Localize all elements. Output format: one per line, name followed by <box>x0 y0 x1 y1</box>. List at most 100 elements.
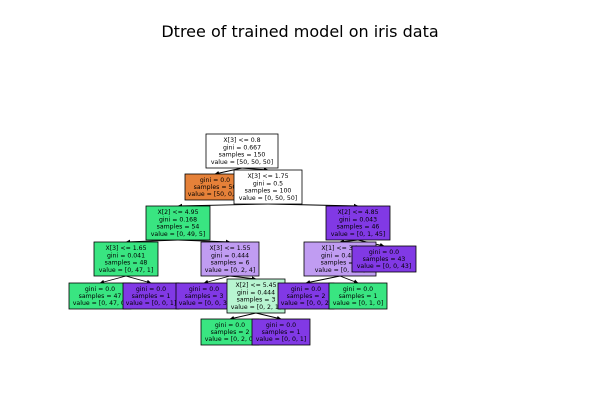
node-text-line: samples = 3 <box>185 293 224 300</box>
node-text-line: X[2] <= 4.85 <box>337 209 378 216</box>
node-text-line: gini = 0.444 <box>211 252 249 259</box>
node-text-line: samples = 43 <box>363 256 406 263</box>
node-text-line: gini = 0.0 <box>215 322 245 329</box>
node-box <box>200 318 260 346</box>
node-text-line: value = [0, 47, 1] <box>99 267 153 274</box>
node-text-line: samples = 50 <box>194 184 237 191</box>
node-text-line: X[2] <= 5.45 <box>235 282 276 289</box>
node-text-line: gini = 0.041 <box>107 252 145 259</box>
node-text-line: value = [0, 2, 1] <box>231 304 282 311</box>
node-text-line: value = [50, 0, 0] <box>188 191 242 198</box>
node-text-line: gini = 0.0 <box>369 249 399 256</box>
node-text-line: gini = 0.0 <box>266 322 296 329</box>
node-box <box>233 169 303 205</box>
node-text-line: gini = 0.0 <box>189 286 219 293</box>
node-text-line: gini = 0.444 <box>237 289 275 296</box>
node-text-line: value = [0, 2, 0] <box>205 336 256 343</box>
node-text-line: value = [0, 0, 1] <box>126 300 177 307</box>
edge-n12-n15 <box>229 312 257 321</box>
edge-n6-n12 <box>229 275 257 281</box>
node-box <box>205 133 279 169</box>
node-text-line: samples = 1 <box>339 293 378 300</box>
node-text-line: value = [50, 50, 50] <box>211 159 273 166</box>
node-text-line: value = [0, 47, 0] <box>73 300 127 307</box>
node-text-line: samples = 3 <box>237 297 276 304</box>
node-text-line: gini = 0.043 <box>339 216 377 223</box>
node-text-line: value = [0, 0, 43] <box>357 263 411 270</box>
node-text-line: samples = 46 <box>337 224 380 231</box>
figure-title: Dtree of trained model on iris data <box>161 22 439 41</box>
node-text-line: samples = 48 <box>105 260 148 267</box>
node-text-line: value = [0, 49, 5] <box>151 231 205 238</box>
node-box <box>328 282 388 310</box>
node-text-line: samples = 1 <box>132 293 171 300</box>
node-text-line: samples = 2 <box>211 329 250 336</box>
node-text-line: samples = 6 <box>211 260 250 267</box>
node-text-line: gini = 0.0 <box>200 177 230 184</box>
node-text-line: samples = 2 <box>287 293 326 300</box>
node-text-line: X[3] <= 0.8 <box>223 137 260 144</box>
edge-n7-n13 <box>305 275 341 285</box>
node-text-line: value = [0, 0, 1] <box>256 336 307 343</box>
node-text-line: value = [0, 0, 2] <box>281 300 332 307</box>
node-text-line: gini = 0.168 <box>159 216 197 223</box>
node-text-line: gini = 0.0 <box>136 286 166 293</box>
node-box <box>226 278 286 314</box>
node-text-line: value = [0, 0, 3] <box>179 300 230 307</box>
node-text-line: gini = 0.0 <box>291 286 321 293</box>
node-box <box>325 205 391 241</box>
node-text-line: value = [0, 1, 0] <box>333 300 384 307</box>
node-box <box>251 318 311 346</box>
edge-n0-n1 <box>214 167 243 176</box>
node-text-line: samples = 47 <box>79 293 122 300</box>
node-text-line: X[2] <= 4.95 <box>157 209 198 216</box>
node-box <box>68 282 132 310</box>
node-text-line: value = [0, 1, 45] <box>331 231 385 238</box>
node-text-line: gini = 0.0 <box>343 286 373 293</box>
node-text-line: X[3] <= 1.65 <box>105 245 146 252</box>
node-box <box>200 241 260 277</box>
node-text-line: gini = 0.667 <box>223 144 261 151</box>
node-box <box>93 241 159 277</box>
node-box <box>351 245 417 273</box>
edge-n12-n16 <box>255 312 282 321</box>
edge-n7-n14 <box>339 275 359 284</box>
node-text-line: samples = 100 <box>245 188 292 195</box>
node-text-line: X[3] <= 1.75 <box>247 173 288 180</box>
node-text-line: gini = 0.444 <box>321 252 359 259</box>
node-text-line: gini = 0.0 <box>85 286 115 293</box>
node-text-line: X[3] <= 1.55 <box>209 245 250 252</box>
node-box <box>145 205 211 241</box>
node-box <box>277 282 335 310</box>
node-text-line: value = [0, 50, 50] <box>239 195 297 202</box>
node-box <box>122 282 180 310</box>
node-text-line: value = [0, 2, 4] <box>205 267 256 274</box>
edge-n5-n10 <box>125 275 152 285</box>
node-text-line: samples = 54 <box>157 224 200 231</box>
node-text-line: gini = 0.5 <box>253 180 283 187</box>
node-text-line: samples = 3 <box>321 260 360 267</box>
node-text-line: samples = 150 <box>219 152 266 159</box>
node-text-line: X[1] <= 3.1 <box>321 245 358 252</box>
node-text-line: samples = 1 <box>262 329 301 336</box>
edge-n5-n9 <box>99 275 127 285</box>
node-text-line: value = [0, 1, 2] <box>315 267 366 274</box>
